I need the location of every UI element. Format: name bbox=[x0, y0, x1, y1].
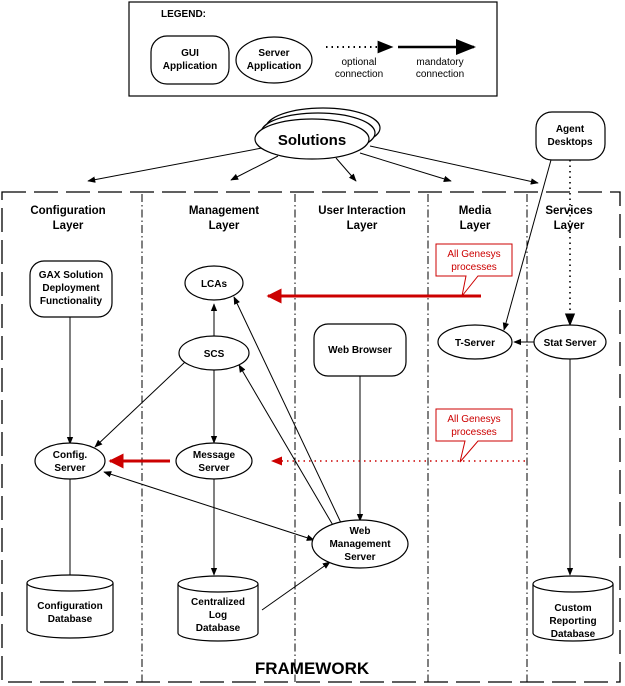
web-management-server-label: Web bbox=[350, 526, 371, 537]
configuration-layer-header-2: Layer bbox=[53, 220, 84, 232]
user-interaction-layer-header: User Interaction bbox=[318, 205, 406, 217]
legend: LEGEND: GUI Application Server Applicati… bbox=[128, 1, 498, 97]
agent-desktops-label: Agent bbox=[556, 124, 585, 135]
custom-reporting-database-label: Custom bbox=[554, 603, 591, 614]
media-layer-header-2: Layer bbox=[460, 220, 491, 232]
solutions-node: Solutions bbox=[254, 107, 381, 160]
configuration-database-label: Configuration bbox=[37, 601, 103, 612]
legend-server-label: Server bbox=[258, 48, 289, 59]
web-management-server-label-3: Server bbox=[344, 552, 375, 563]
legend-server-label-2: Application bbox=[247, 61, 301, 72]
user-interaction-layer-header-2: Layer bbox=[347, 220, 378, 232]
web-management-server-label-2: Management bbox=[329, 539, 391, 550]
media-layer-header: Media bbox=[459, 205, 492, 217]
management-layer-header: Management bbox=[189, 205, 259, 217]
legend-mandatory-label: mandatory bbox=[416, 57, 463, 68]
gax-label-2: Deployment bbox=[42, 283, 100, 294]
lcas-node: LCAs bbox=[184, 265, 244, 301]
solutions-label: Solutions bbox=[278, 132, 346, 149]
agent-desktops-to-t-server-arrow bbox=[502, 159, 552, 331]
scs-to-config-server-arrow bbox=[94, 361, 186, 448]
all-genesys-processes-callout-2: All Genesys processes bbox=[435, 408, 513, 463]
web-management-to-scs-arrow bbox=[238, 364, 335, 528]
legend-mandatory-label-2: connection bbox=[416, 69, 464, 80]
message-server-label-2: Server bbox=[198, 463, 229, 474]
custom-reporting-database-label-3: Database bbox=[551, 629, 596, 640]
layer-dividers bbox=[141, 194, 528, 682]
configuration-database-node: Configuration Database bbox=[26, 574, 114, 639]
t-server-node: T-Server bbox=[437, 324, 513, 360]
message-server-label: Message bbox=[193, 450, 236, 461]
configuration-layer-header: Configuration bbox=[30, 205, 105, 217]
agent-desktops-label-2: Desktops bbox=[547, 137, 592, 148]
services-layer-header: Services bbox=[545, 205, 592, 217]
t-server-label: T-Server bbox=[455, 338, 495, 349]
web-management-to-lcas-arrow bbox=[233, 296, 343, 526]
solutions-to-media-arrow bbox=[359, 152, 452, 182]
legend-gui-shape bbox=[150, 35, 230, 85]
web-browser-node: Web Browser bbox=[313, 323, 407, 377]
scs-node: SCS bbox=[178, 335, 250, 371]
solutions-to-configuration-arrow bbox=[87, 147, 263, 183]
config-server-label-2: Server bbox=[54, 463, 85, 474]
configuration-database-label-2: Database bbox=[48, 614, 93, 625]
legend-gui-label: GUI bbox=[181, 48, 199, 59]
web-management-config-server-arrow bbox=[103, 471, 315, 541]
callout-1-label: All Genesys bbox=[447, 249, 500, 260]
stat-server-node: Stat Server bbox=[533, 324, 607, 360]
legend-server-shape bbox=[235, 36, 313, 84]
callout-2-label-2: processes bbox=[451, 427, 497, 438]
config-server-label: Config. bbox=[53, 450, 88, 461]
solutions-to-services-arrow bbox=[369, 145, 539, 185]
framework-boundary bbox=[1, 191, 621, 683]
legend-gui-label-2: Application bbox=[163, 61, 217, 72]
legend-optional-label: optional bbox=[341, 57, 376, 68]
log-database-to-web-management-arrow bbox=[261, 561, 331, 611]
centralized-log-database-label: Centralized bbox=[191, 597, 245, 608]
centralized-log-database-label-2: Log bbox=[209, 610, 227, 621]
connections bbox=[66, 145, 576, 611]
stat-server-label: Stat Server bbox=[544, 338, 597, 349]
management-layer-header-2: Layer bbox=[209, 220, 240, 232]
config-server-node: Config. Server bbox=[34, 442, 106, 480]
all-genesys-processes-callout-1: All Genesys processes bbox=[435, 243, 513, 297]
legend-optional-label-2: connection bbox=[335, 69, 383, 80]
message-server-node: Message Server bbox=[175, 442, 253, 480]
callout-2-label: All Genesys bbox=[447, 414, 500, 425]
custom-reporting-database-label-2: Reporting bbox=[549, 616, 596, 627]
solutions-to-user-interaction-arrow bbox=[335, 157, 357, 182]
gax-node: GAX Solution Deployment Functionality bbox=[29, 260, 113, 318]
centralized-log-database-label-3: Database bbox=[196, 623, 241, 634]
solutions-to-management-arrow bbox=[230, 155, 279, 181]
centralized-log-database-node: Centralized Log Database bbox=[177, 575, 259, 642]
scs-label: SCS bbox=[204, 349, 225, 360]
web-management-server-node: Web Management Server bbox=[311, 519, 409, 569]
gax-label: GAX Solution bbox=[39, 270, 103, 281]
callout-1-label-2: processes bbox=[451, 262, 497, 273]
framework-label: FRAMEWORK bbox=[255, 659, 370, 678]
legend-title: LEGEND: bbox=[161, 9, 206, 20]
custom-reporting-database-node: Custom Reporting Database bbox=[532, 575, 614, 642]
agent-desktops-node: Agent Desktops bbox=[535, 111, 606, 161]
web-browser-label: Web Browser bbox=[328, 345, 392, 356]
gax-label-3: Functionality bbox=[40, 296, 103, 307]
lcas-label: LCAs bbox=[201, 279, 228, 290]
